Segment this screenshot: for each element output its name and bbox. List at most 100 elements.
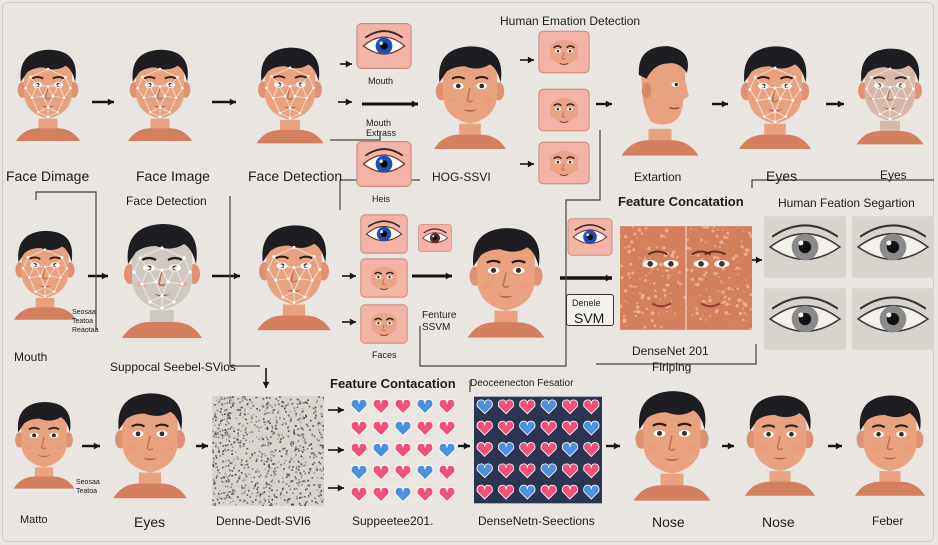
face-detection-mesh-face: [248, 28, 332, 158]
label-nose-2: Nose: [762, 514, 795, 530]
eye-segment-1: [764, 216, 846, 278]
eye-segment-2: [852, 216, 934, 278]
label-mouth-row2: Mouth: [14, 350, 48, 364]
eyes-mesh-face: [730, 30, 820, 160]
central-face-top: [425, 30, 515, 160]
detection-face-row2: [248, 210, 340, 340]
arrow-r3-7: [606, 442, 620, 450]
label-dense-svm-bottom: SVM: [574, 310, 605, 326]
label-heis: Heis: [372, 194, 391, 204]
mouth-mesh-face: [6, 208, 84, 338]
nose-face-2: [736, 378, 824, 508]
connector-row2-left: [35, 191, 97, 330]
label-dense-dedt: Denne-Dedt-SVI6: [216, 514, 311, 528]
face-thumb-3: [538, 140, 590, 186]
eye-thumbnail-middle: [356, 140, 412, 188]
label-matto: Matto: [20, 514, 48, 526]
arrow-r2-3: [342, 272, 356, 280]
face-dimage-mesh-face: [8, 28, 88, 158]
densenet-texture-panel: [620, 216, 752, 340]
label-mouth-top: Mouth: [368, 76, 394, 86]
arrow-r1-9: [826, 100, 844, 108]
arrow-r3-4: [328, 446, 344, 454]
eyes-face-row3: [104, 378, 196, 508]
arrow-r1-7: [596, 100, 612, 108]
label-extraction: Extartion: [634, 170, 682, 184]
label-eyes-top: Eyes: [766, 168, 798, 184]
page-title: Human Emation Detection: [500, 14, 641, 28]
label-face-detection-row2: Face Detection: [126, 194, 207, 208]
face-thumb-row2-a: [360, 258, 408, 298]
label-fenture-ssvm: Fenture SSVM: [422, 310, 457, 333]
feber-face: [846, 378, 934, 508]
arrow-r1-8: [712, 100, 728, 108]
arrow-r3-8: [722, 442, 734, 450]
face-thumb-2: [538, 86, 590, 134]
label-feature-concatation: Feature Concatation: [618, 194, 744, 209]
label-face-detection-top: Face Detection: [248, 168, 343, 184]
arrow-r3-1: [82, 442, 100, 450]
arrow-r1-2: [212, 98, 236, 106]
arrow-r2-1: [88, 272, 108, 280]
eye-segment-3: [764, 288, 846, 350]
eye-segment-4: [852, 288, 934, 350]
label-dense-fesatior: Deoceenecton Fesatior: [470, 378, 574, 389]
connector-densenet: [596, 344, 757, 365]
label-eyes-note-row3: Seosaa Teatoa: [76, 479, 100, 495]
arrow-r1-3: [338, 98, 352, 106]
label-densenet-seections: DenseNetn-Seections: [478, 514, 595, 528]
matto-face: [6, 378, 82, 508]
densenet-heart-collage: [474, 394, 602, 506]
connector-hog: [330, 132, 381, 141]
eye-small-row2: [418, 222, 452, 254]
eye-thumbnail-row2-right: [566, 218, 614, 256]
arrow-r1-4: [362, 100, 418, 108]
label-face-image: Face Image: [136, 168, 210, 184]
arrow-r3-6: [458, 442, 470, 450]
connector-right: [419, 130, 601, 367]
label-hog-svm: HOG-SSVI: [432, 170, 491, 184]
face-thumb-1: [538, 28, 590, 76]
label-densenet: DenseNet 201: [632, 344, 709, 358]
connector-row2-mid: [229, 196, 260, 367]
label-human-feation: Human Feation Segartion: [778, 196, 915, 210]
label-dense-svm-top: Denele: [572, 298, 601, 308]
arrow-r2-4: [342, 318, 356, 326]
label-faces: Faces: [372, 350, 397, 360]
arrow-r1-3b: [340, 60, 352, 68]
label-suppocal: Suppocal Seebel-SVios: [110, 360, 236, 374]
label-flriping: Flriping: [652, 360, 692, 374]
arrow-r3-5: [328, 484, 344, 492]
side-profile-face: [612, 28, 708, 168]
arrow-r2-6: [560, 274, 612, 282]
label-nose-1: Nose: [652, 514, 685, 530]
arrow-r1-6: [520, 160, 534, 168]
arrow-r1-5: [520, 56, 534, 64]
arrow-r3-3: [328, 406, 344, 414]
label-suppe-201: Suppeetee201.: [352, 514, 434, 528]
label-eyes-top-2: Eyes: [880, 168, 907, 182]
eye-thumbnail-row2: [360, 214, 408, 254]
label-eyes-row3: Eyes: [134, 514, 166, 530]
dense-noise-panel: [212, 396, 324, 506]
connector-seg-top: [751, 179, 934, 188]
hearts-grid-panel: [348, 396, 458, 506]
label-mouth-extrass: Mouth Extrass: [366, 118, 397, 138]
label-side-note-row2: Seosaa Teatoa Reaotaa: [72, 309, 99, 334]
nose-face-1: [624, 378, 720, 508]
arrow-r2-2: [212, 272, 240, 280]
dense-svm-box: [566, 294, 614, 326]
eyes-texture-face: [848, 28, 932, 160]
arrow-r2-5: [412, 272, 452, 280]
label-feber: Feber: [872, 514, 904, 528]
arrow-r1-1: [92, 98, 114, 106]
central-face-row2: [458, 210, 554, 350]
eye-thumbnail-top: [356, 22, 412, 70]
arrow-r2-7: [752, 256, 762, 264]
face-image-mesh-face: [120, 28, 200, 158]
label-feature-contacation: Feature Contacation: [330, 376, 456, 391]
face-thumb-row2-b: [360, 304, 408, 344]
wireframe-face: [112, 208, 212, 348]
